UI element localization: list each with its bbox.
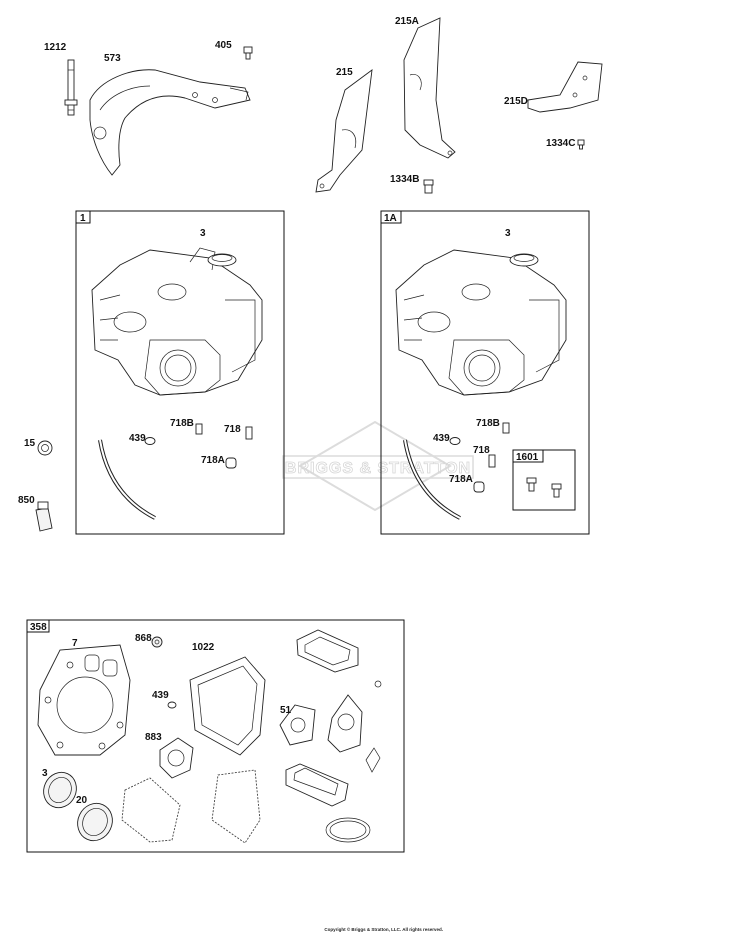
gasket-unlabeled-a[interactable]	[121, 777, 181, 843]
part-51-gasket[interactable]	[279, 704, 316, 746]
part-718b-pin-1a[interactable]	[502, 422, 510, 434]
box-358-label-1022: 1022	[192, 642, 215, 653]
part-573-blower-housing[interactable]	[89, 69, 251, 176]
box-358-label-868: 868	[135, 633, 152, 644]
box-358-label-883: 883	[145, 732, 162, 743]
box-358-label-7: 7	[72, 638, 78, 649]
box-1a-label-718b: 718B	[476, 418, 500, 429]
box-1-label-718b: 718B	[170, 418, 194, 429]
label-215: 215	[336, 67, 353, 78]
label-215d: 215D	[504, 96, 528, 107]
box-358-label-20: 20	[76, 795, 88, 806]
gasket-unlabeled-b[interactable]	[211, 769, 261, 844]
part-1334c-screw[interactable]	[577, 139, 585, 150]
part-718b-pin[interactable]	[195, 423, 203, 435]
box-1-title: 1	[80, 213, 86, 224]
box-1a-label-718: 718	[473, 445, 490, 456]
box-1-label-718: 718	[224, 424, 241, 435]
gasket-unlabeled-d[interactable]	[374, 680, 382, 688]
box-1-label-718a: 718A	[201, 455, 225, 466]
part-439-washer[interactable]	[144, 437, 156, 445]
box-1a: 1A 3 718B 439 718 718A	[380, 210, 590, 535]
part-439-washer-358[interactable]	[167, 701, 177, 709]
part-3-seal[interactable]	[207, 253, 237, 267]
label-405: 405	[215, 40, 232, 51]
part-883-gasket[interactable]	[159, 737, 194, 779]
part-1334b-screw[interactable]	[423, 179, 434, 194]
part-439-washer-1a[interactable]	[449, 437, 461, 445]
part-868-seal[interactable]	[151, 636, 163, 648]
watermark-text: BRIGGS & STRATTON	[285, 460, 471, 477]
box-1a-label-718a: 718A	[449, 474, 473, 485]
part-718-pin[interactable]	[245, 426, 253, 440]
box-358-label-3: 3	[42, 768, 48, 779]
part-215a-shroud[interactable]	[403, 17, 456, 159]
part-215-shroud[interactable]	[315, 69, 373, 193]
gasket-unlabeled-f[interactable]	[365, 747, 381, 773]
part-3-seal-1a[interactable]	[509, 253, 539, 267]
part-850-sealant[interactable]	[35, 501, 53, 532]
part-215d-bracket[interactable]	[527, 61, 603, 113]
part-718a-sleeve-1a[interactable]	[473, 481, 485, 493]
label-215a: 215A	[395, 16, 419, 27]
box-358-label-439: 439	[152, 690, 169, 701]
part-718-pin-1a[interactable]	[488, 454, 496, 468]
box-1: 1 3 718B 439 718 718A	[75, 210, 285, 535]
part-15-seal[interactable]	[37, 440, 53, 456]
dipstick-tube-1a[interactable]	[403, 439, 461, 520]
dipstick-tube[interactable]	[98, 439, 156, 520]
label-573: 573	[104, 53, 121, 64]
brand-watermark: BRIGGS & STRATTON	[282, 420, 474, 512]
box-1-label-439: 439	[129, 433, 146, 444]
part-1212-stud[interactable]	[64, 59, 78, 116]
sub-box-1601: 1601	[512, 449, 576, 511]
box-1a-title: 1A	[384, 213, 397, 224]
gasket-unlabeled-g[interactable]	[285, 763, 349, 807]
part-1601-screw-b[interactable]	[551, 483, 562, 498]
sub-box-1601-title: 1601	[516, 452, 539, 463]
part-1022-gasket[interactable]	[189, 656, 266, 756]
label-1212: 1212	[44, 42, 67, 53]
part-3-seal-358[interactable]	[38, 767, 82, 813]
box-1a-label-439: 439	[433, 433, 450, 444]
gasket-unlabeled-h[interactable]	[325, 817, 371, 843]
part-20-seal[interactable]	[72, 798, 119, 847]
box-1a-label-3: 3	[505, 228, 511, 239]
gasket-unlabeled-c[interactable]	[296, 629, 359, 673]
box-358: 358 7 868 1022 439	[26, 619, 405, 853]
part-7-head-gasket[interactable]	[37, 644, 131, 756]
engine-block[interactable]	[91, 247, 263, 396]
label-1334b: 1334B	[390, 174, 419, 185]
label-850: 850	[18, 495, 35, 506]
gasket-unlabeled-e[interactable]	[327, 694, 363, 753]
part-1601-screw-a[interactable]	[526, 477, 537, 492]
copyright-notice: Copyright © Briggs & Stratton, LLC. All …	[324, 926, 443, 932]
engine-block-1a[interactable]	[395, 249, 567, 396]
part-718a-sleeve[interactable]	[225, 457, 237, 469]
label-15: 15	[24, 438, 36, 449]
box-358-label-51: 51	[280, 705, 292, 716]
part-405-screw[interactable]	[243, 46, 253, 60]
box-358-title: 358	[30, 622, 47, 633]
label-1334c: 1334C	[546, 138, 575, 149]
box-1-label-3: 3	[200, 228, 206, 239]
